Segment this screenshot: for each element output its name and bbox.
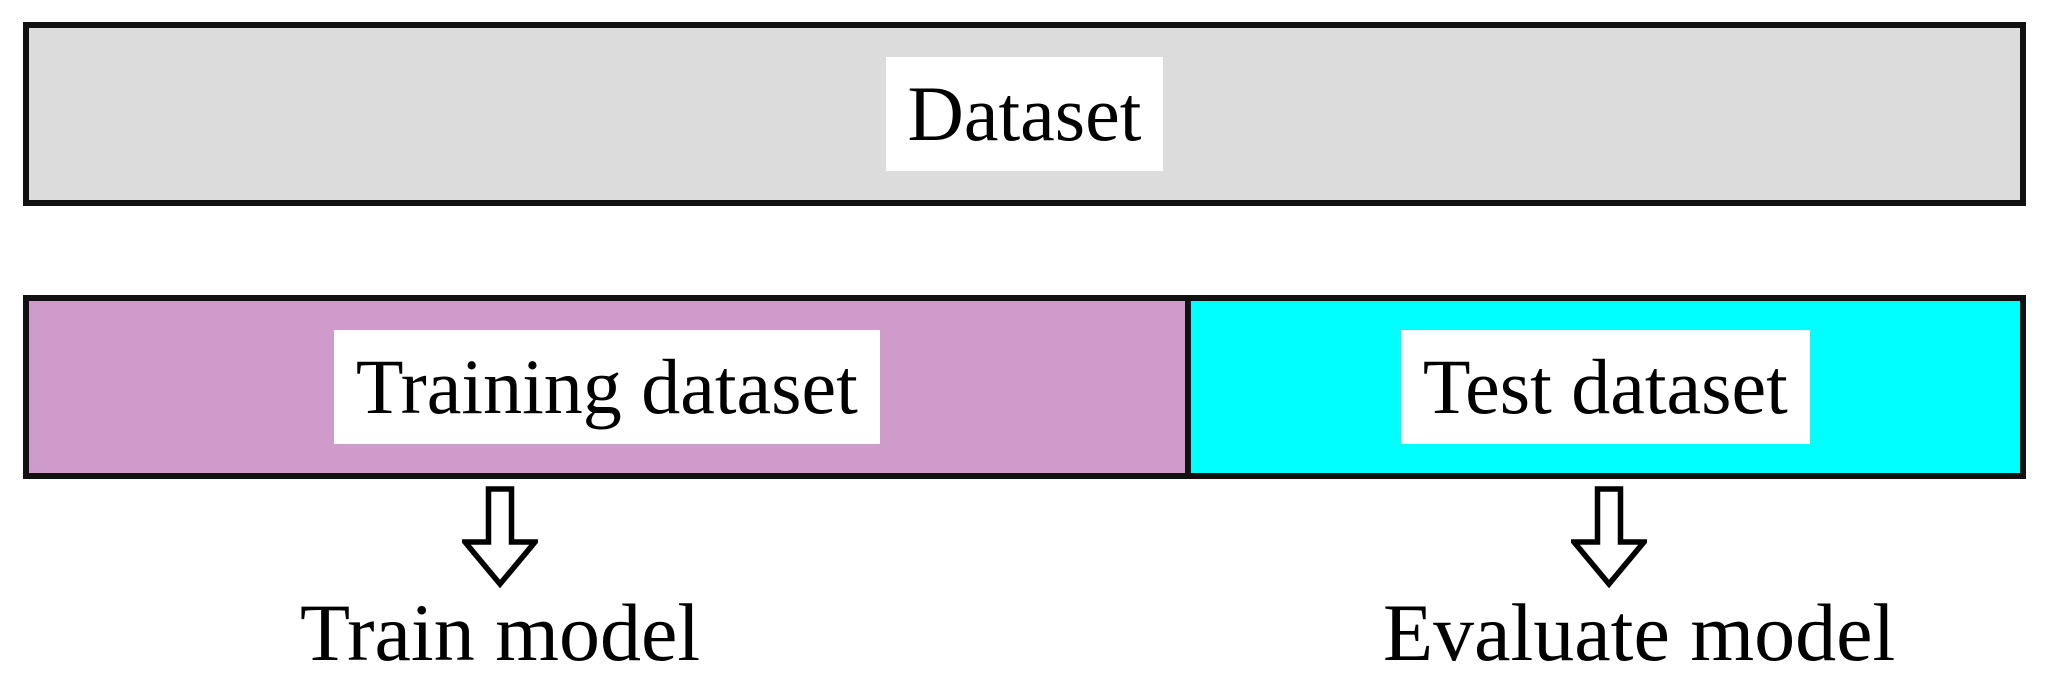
train-model-label: Train model <box>300 587 701 678</box>
dataset-bar: Dataset <box>23 22 2026 206</box>
dataset-label: Dataset <box>885 57 1164 171</box>
training-dataset-label: Training dataset <box>333 330 880 444</box>
evaluate-model-label: Evaluate model <box>1383 587 1896 678</box>
down-arrow-icon <box>462 486 538 588</box>
split-bar: Training dataset Test dataset <box>23 295 2026 479</box>
down-arrow-icon <box>1571 486 1647 588</box>
training-dataset-segment: Training dataset <box>29 301 1191 473</box>
test-dataset-segment: Test dataset <box>1190 301 2020 473</box>
test-dataset-label: Test dataset <box>1400 330 1810 444</box>
